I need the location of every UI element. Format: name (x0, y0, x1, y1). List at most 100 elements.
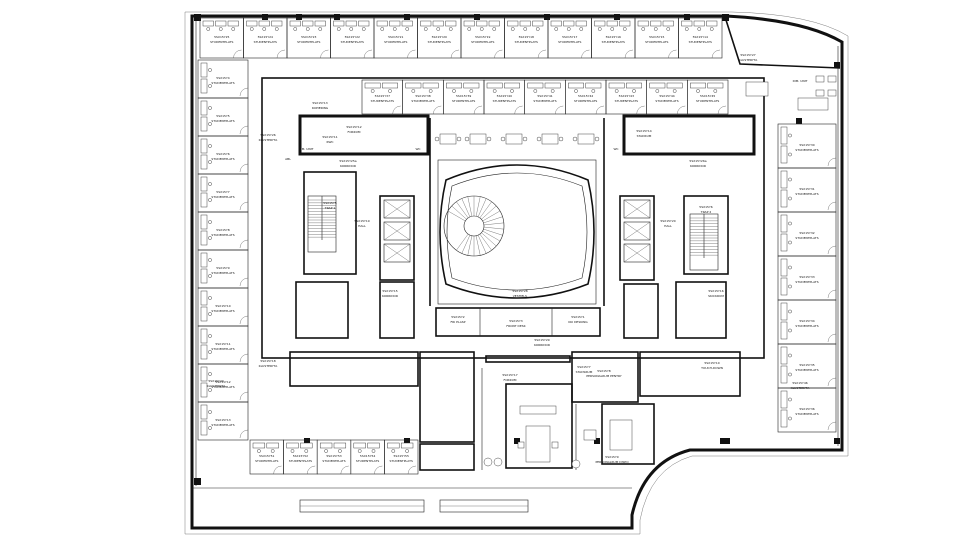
north-9-code: 5SX15Y16 (606, 35, 621, 39)
elevator-shafts (383, 199, 651, 263)
south-1-code: 5SX15Y52 (293, 454, 308, 458)
west-7-name: STUDENTPLATS (211, 347, 234, 351)
klusteryta-se-code: 5SX15Y46 (792, 381, 807, 385)
forrum-code: 5SX15Y17 (502, 373, 517, 377)
west-0-name: STUDENTPLATS (211, 81, 234, 85)
west-6-code: 5SX15Y10 (215, 304, 230, 308)
forrum-name: FORRUM (503, 378, 516, 382)
west-8-name: STUDENTPLATS (211, 385, 234, 389)
stair-west (307, 195, 337, 253)
north-1-name: STUDENTPLATS (254, 40, 277, 44)
inner-north-2-name: STUDENTPLATS (452, 99, 475, 103)
north-0-name: STUDENTPLATS (210, 40, 233, 44)
trap2-name: TRAP 2 (700, 210, 712, 214)
west-4-code: 5SX15Y8 (216, 228, 230, 232)
north-8-code: 5SX15Y17 (562, 35, 577, 39)
east-2-name: STUDENTPLATS (795, 236, 818, 240)
trap1-code: 5SX15Y5 (323, 201, 337, 205)
west-1-code: 5SX15Y5 (216, 114, 230, 118)
vestibul-name: VESTIBUL (513, 294, 528, 298)
atrium-table (541, 133, 559, 145)
east-0-name: STUDENTPLATS (795, 148, 818, 152)
east-0-code: 5SX15Y30 (799, 143, 814, 147)
east-5-name: STUDENTPLATS (795, 368, 818, 372)
west-0-code: 5SX15Y4 (216, 76, 230, 80)
abl-label: ABL (285, 157, 291, 161)
north-10-code: 5SX15Y15 (649, 35, 664, 39)
personalrum-dispo-name: PERSONALRUM DISPO (595, 460, 629, 464)
inner-north-0-code: 5SX15Y37 (375, 94, 390, 98)
north-10-name: STUDENTPLATS (645, 40, 668, 44)
personalrum-pentry-code: 5SX15Y8 (597, 369, 611, 373)
west-2-name: STUDENTPLATS (211, 157, 234, 161)
east-6-code: 5SX15Y36 (799, 407, 814, 411)
west-6-name: STUDENTPLATS (211, 309, 234, 313)
west-1-name: STUDENTPLATS (211, 119, 234, 123)
klusteryta-nw-name: KLUSTERYTA (259, 138, 279, 142)
forrum-nw-name: FORRUM (347, 130, 360, 134)
atrium (437, 159, 597, 305)
south-core (289, 351, 741, 471)
personalrum-pentry-name: PERSONALRUM PENTRY (586, 374, 622, 378)
rwc-code: 5SX15Y11 (322, 135, 337, 139)
north-4-name: STUDENTPLATS (384, 40, 407, 44)
forrum-nw-code: 5SX15Y12 (346, 125, 361, 129)
east-6-name: STUDENTPLATS (795, 412, 818, 416)
hall-e-name: HALL (664, 224, 672, 228)
south-3-code: 5SX15Y54 (360, 454, 375, 458)
touchdown-se-code: 5SX15Y10 (704, 361, 719, 365)
north-5-code: 5SX15Y20 (432, 35, 447, 39)
inner-north-2-code: 5SX15Y39 (456, 94, 471, 98)
klusteryta-nw-code: 5SX15Y26 (260, 133, 275, 137)
hall-e-code: 5SX15Y20 (660, 219, 675, 223)
east-3-name: STUDENTPLATS (795, 280, 818, 284)
north-8-name: STUDENTPLATS (558, 40, 581, 44)
west-8-code: 5SX15Y12 (215, 380, 230, 384)
north-0-code: 5SX15Y25 (214, 35, 229, 39)
skickrum-code: 5SX15Y16 (708, 289, 723, 293)
inner-north-8-code: 5SX15Y45 (700, 94, 715, 98)
inner-north-7-code: 5SX15Y44 (659, 94, 674, 98)
wc-label-ne: WC (613, 147, 618, 151)
korridor-e-code: 5SX15Y26a (689, 159, 706, 163)
fri-plasp-code: 5SX15Y2 (451, 315, 465, 319)
korridor-w-code: 5SX15Y25a (339, 159, 356, 163)
atrium-table (505, 133, 523, 145)
kki-desking-name: KKI DESKING (568, 320, 588, 324)
south-window-strips (299, 499, 529, 513)
north-2-name: STUDENTPLATS (297, 40, 320, 44)
west-5-name: STUDENTPLATS (211, 271, 234, 275)
hall-w-name: HALL (358, 224, 366, 228)
wc-label-nw: WC (415, 147, 420, 151)
west-9-name: STUDENTPLATS (211, 423, 234, 427)
inner-north-6-name: STUDENTPLATS (615, 99, 638, 103)
south-2-name: STUDENTPLATS (322, 459, 345, 463)
south-0-code: 5SX15Y51 (259, 454, 274, 458)
north-4-code: 5SX15Y21 (388, 35, 403, 39)
south-1-name: STUDENTPLATS (289, 459, 312, 463)
hall-w-code: 5SX15Y19 (354, 219, 369, 223)
stadrum-name: STADRUM (637, 134, 652, 138)
klusteryta-sw-code: 5SX15Y47 (208, 379, 223, 383)
